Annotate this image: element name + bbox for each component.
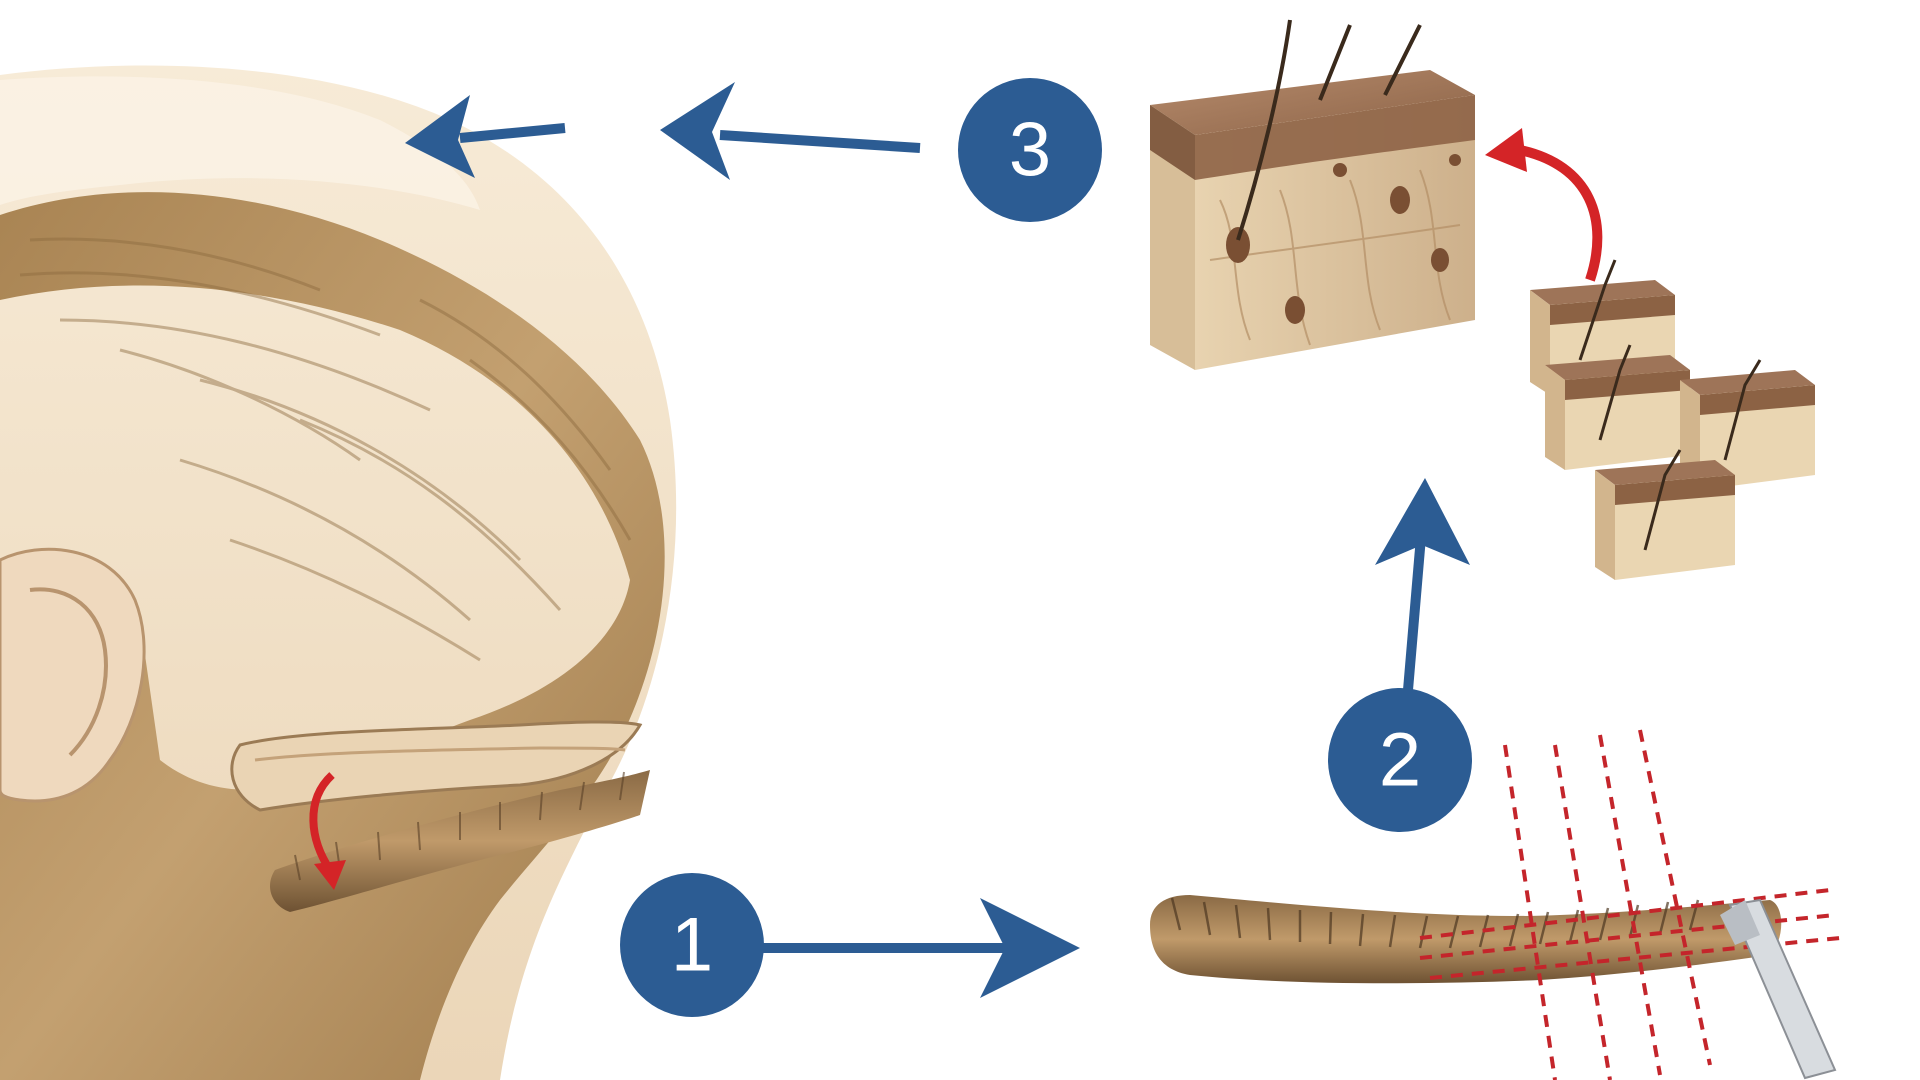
graft-blocks xyxy=(1530,259,1815,580)
red-curved-arrow xyxy=(1485,128,1603,282)
graft-block xyxy=(1595,449,1735,580)
arrow-step-1 xyxy=(760,898,1080,998)
donor-strip xyxy=(1150,729,1841,1080)
red-curved-arrow-head xyxy=(309,772,335,873)
step-2-number: 2 xyxy=(1379,718,1421,803)
head-illustration xyxy=(0,65,677,1080)
cut-lines xyxy=(1419,729,1841,1080)
step-3-number: 3 xyxy=(1009,108,1051,193)
step-3-badge: 3 xyxy=(958,78,1102,222)
strip-body xyxy=(1150,895,1782,984)
step-2-badge: 2 xyxy=(1328,688,1472,832)
graft-block xyxy=(1545,344,1690,470)
arrow-step-3 xyxy=(405,82,921,180)
skin-block xyxy=(1150,19,1475,370)
scalpel-icon xyxy=(1720,898,1837,1080)
arrow-step-2 xyxy=(1375,478,1470,691)
step-1-badge: 1 xyxy=(620,873,764,1017)
step-1-number: 1 xyxy=(671,903,713,988)
